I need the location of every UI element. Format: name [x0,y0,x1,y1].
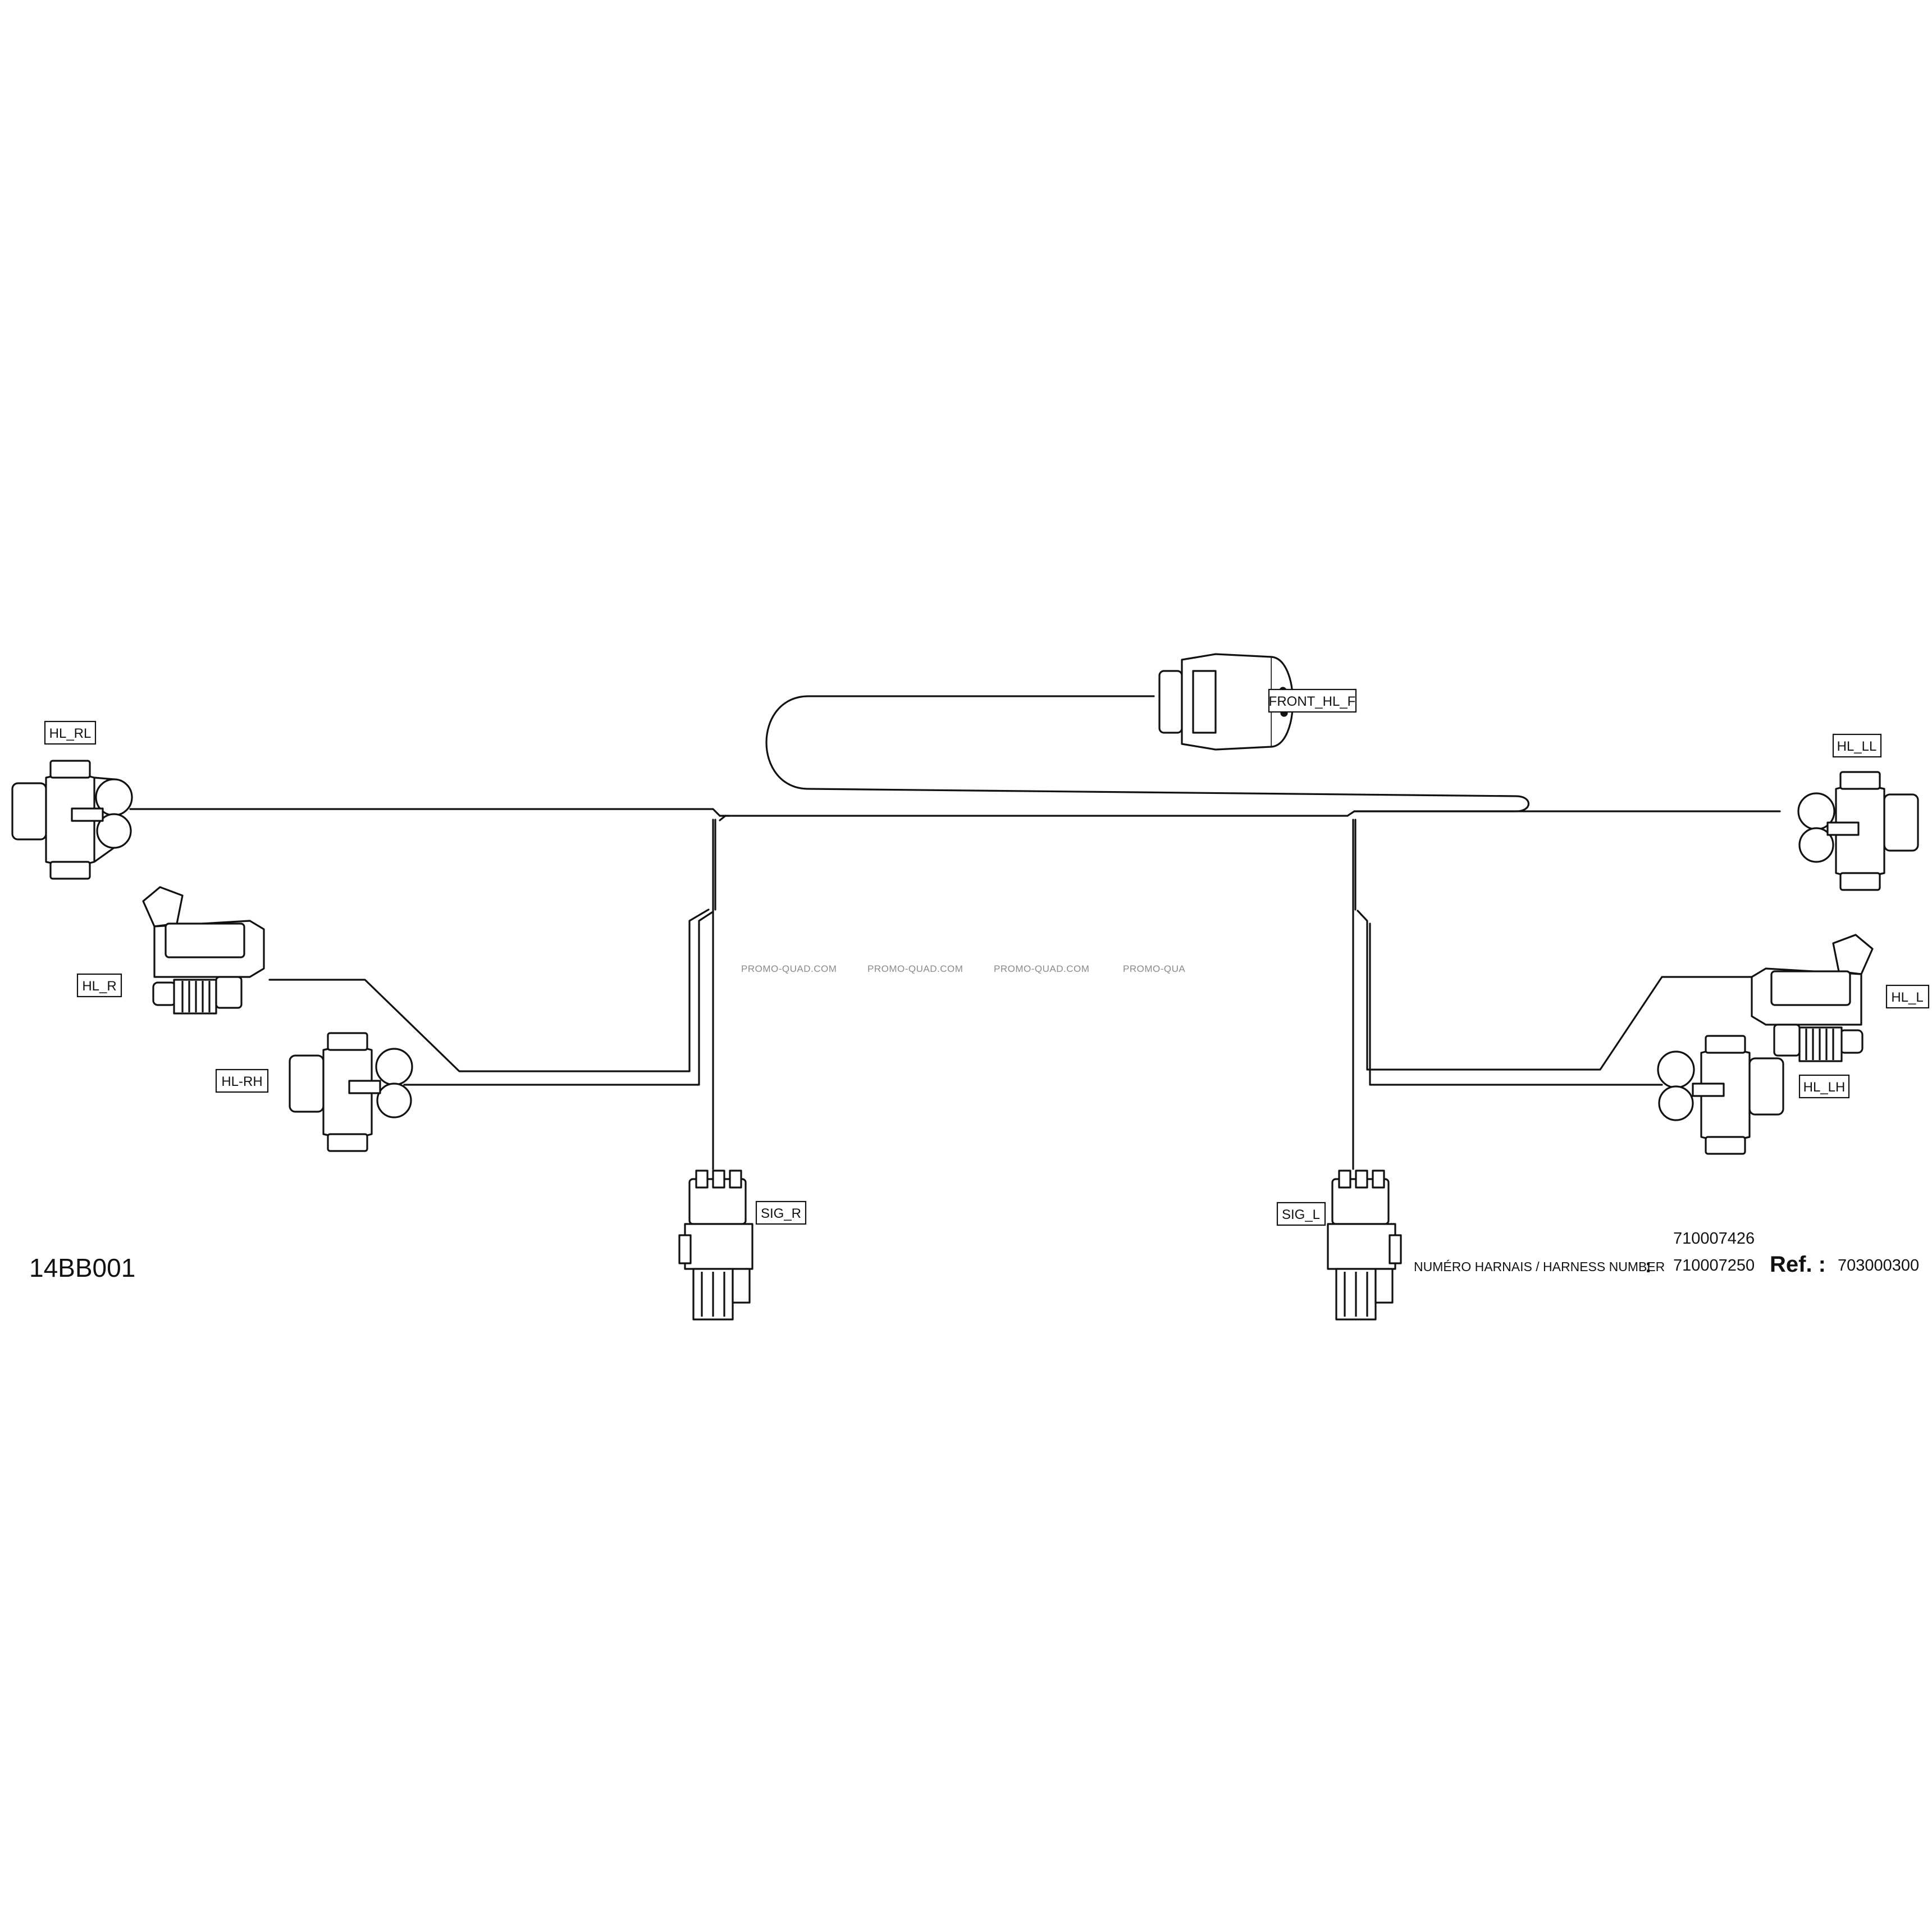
wire-hl-rh [403,911,713,1086]
connector-hl-rh [289,1032,413,1152]
label-hl-rl: HL_RL [44,720,97,745]
connector-sig-l [1327,1170,1402,1321]
wire-hl-rl [129,808,731,817]
label-hl-l: HL_L [1885,984,1930,1009]
svg-text:SIG_L: SIG_L [1282,1207,1320,1222]
wire-hl-r [268,908,710,1072]
ref-value: 703000300 [1838,1257,1919,1275]
label-hl-rh: HL-RH [215,1068,269,1093]
svg-text:HL_R: HL_R [82,979,116,994]
svg-text:PROMO-QUAD.COM: PROMO-QUAD.COM [994,963,1089,974]
connector-hl-r [142,886,265,1015]
svg-text:SIG_R: SIG_R [761,1206,801,1221]
connector-hl-ll [1797,771,1919,891]
harness-colon: : [1645,1255,1651,1277]
connector-hl-l [1751,934,1874,1062]
harness-number-top: 710007426 [1673,1230,1755,1248]
wire-main-trunk-lower [719,815,727,821]
drawing-code: 14BB001 [29,1253,135,1282]
connector-sig-r [678,1170,753,1321]
label-hl-lh: HL_LH [1798,1074,1850,1099]
svg-text:HL_RL: HL_RL [49,726,92,741]
svg-text:PROMO-QUA: PROMO-QUA [1123,963,1185,974]
harness-number-bottom: 710007250 [1673,1257,1755,1275]
label-hl-r: HL_R [76,973,122,998]
label-sig-r: SIG_R [755,1200,807,1225]
watermark: PROMO-QUAD.COM PROMO-QUAD.COM PROMO-QUAD… [741,963,1185,974]
connector-hl-rl [11,760,133,880]
harness-numbers-label: NUMÉRO HARNAIS / HARNESS NUMBER [1414,1259,1665,1274]
label-hl-ll: HL_LL [1832,733,1882,758]
wire-hl-l [1356,910,1759,1071]
wire-main-trunk [719,810,1781,817]
wire-front-hl-loop [765,695,1530,812]
svg-text:HL_LL: HL_LL [1837,739,1877,754]
svg-text:PROMO-QUAD.COM: PROMO-QUAD.COM [867,963,963,974]
svg-text:HL_LH: HL_LH [1803,1080,1846,1095]
label-front-hl-f: FRONT_HL_F [1268,688,1357,713]
label-sig-l: SIG_L [1276,1202,1326,1226]
svg-text:PROMO-QUAD.COM: PROMO-QUAD.COM [741,963,837,974]
svg-text:HL-RH: HL-RH [221,1074,262,1089]
svg-text:FRONT_HL_F: FRONT_HL_F [1269,694,1356,709]
connector-hl-lh [1657,1035,1784,1155]
harness-wires [129,695,1781,1170]
ref-label: Ref. : [1770,1252,1826,1277]
svg-text:HL_L: HL_L [1891,990,1923,1005]
wire-hl-lh [1369,922,1663,1086]
